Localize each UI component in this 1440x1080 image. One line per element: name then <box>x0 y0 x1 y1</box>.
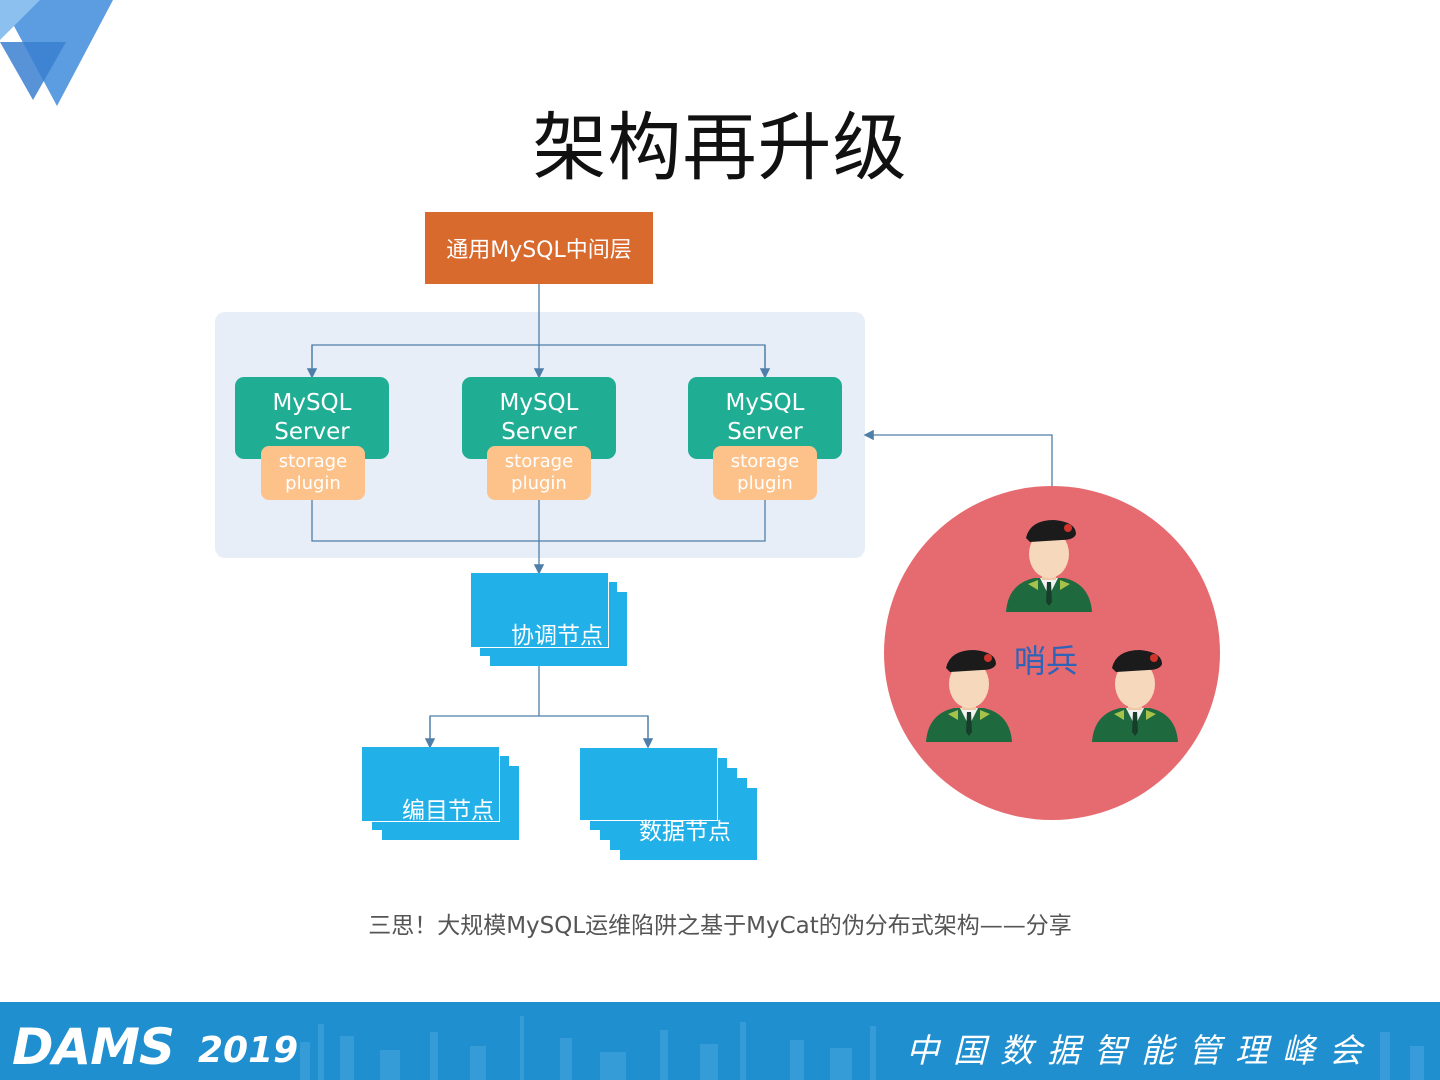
footer-conference-name: 中国数据智能管理峰会 <box>906 1031 1376 1070</box>
storage-plugin-2-line1: storage <box>504 451 574 472</box>
page-title: 架构再升级 <box>532 105 908 191</box>
data-node-label: 数据节点 <box>639 819 731 845</box>
soldier-icon-left <box>926 650 1012 742</box>
storage-plugin-2: storage plugin <box>487 446 591 500</box>
catalog-stack-layer-1 <box>362 747 500 822</box>
storage-plugin-1: storage plugin <box>261 446 365 500</box>
storage-plugin-3-line2: plugin <box>737 473 793 494</box>
city-skyline-decoration <box>300 1016 1424 1080</box>
soldier-icon-top <box>1006 520 1092 612</box>
storage-plugin-3-line1: storage <box>730 451 800 472</box>
mysql-server-1-line1: MySQL <box>272 390 352 416</box>
storage-plugin-1-line2: plugin <box>285 473 341 494</box>
mysql-server-2-line1: MySQL <box>499 390 579 416</box>
mysql-server-3-line2: Server <box>727 419 803 445</box>
dams-logo: DAMS <box>12 1018 175 1076</box>
corner-triangle-logo <box>0 0 113 106</box>
mysql-server-3-line1: MySQL <box>725 390 805 416</box>
coordinator-stack-layer-1 <box>471 573 609 648</box>
mysql-middleware-box: 通用MySQL中间层 <box>425 212 653 284</box>
soldier-icon-right <box>1092 650 1178 742</box>
mysql-server-3: MySQL Server <box>688 377 842 459</box>
mysql-middleware-label: 通用MySQL中间层 <box>446 238 632 263</box>
storage-plugin-1-line1: storage <box>278 451 348 472</box>
coordinator-node-label: 协调节点 <box>511 623 603 649</box>
footer-banner <box>0 1002 1440 1080</box>
mysql-server-2: MySQL Server <box>462 377 616 459</box>
sentinel-label: 哨兵 <box>1014 642 1079 680</box>
mysql-server-1: MySQL Server <box>235 377 389 459</box>
mysql-server-2-line2: Server <box>501 419 577 445</box>
storage-plugin-3: storage plugin <box>713 446 817 500</box>
footer-year: 2019 <box>198 1030 299 1071</box>
storage-plugin-2-line2: plugin <box>511 473 567 494</box>
catalog-node-label: 编目节点 <box>402 798 494 824</box>
mysql-server-1-line2: Server <box>274 419 350 445</box>
data-stack-layer-1 <box>580 748 718 821</box>
slide-caption: 三思！大规模MySQL运维陷阱之基于MyCat的伪分布式架构——分享 <box>368 913 1072 939</box>
